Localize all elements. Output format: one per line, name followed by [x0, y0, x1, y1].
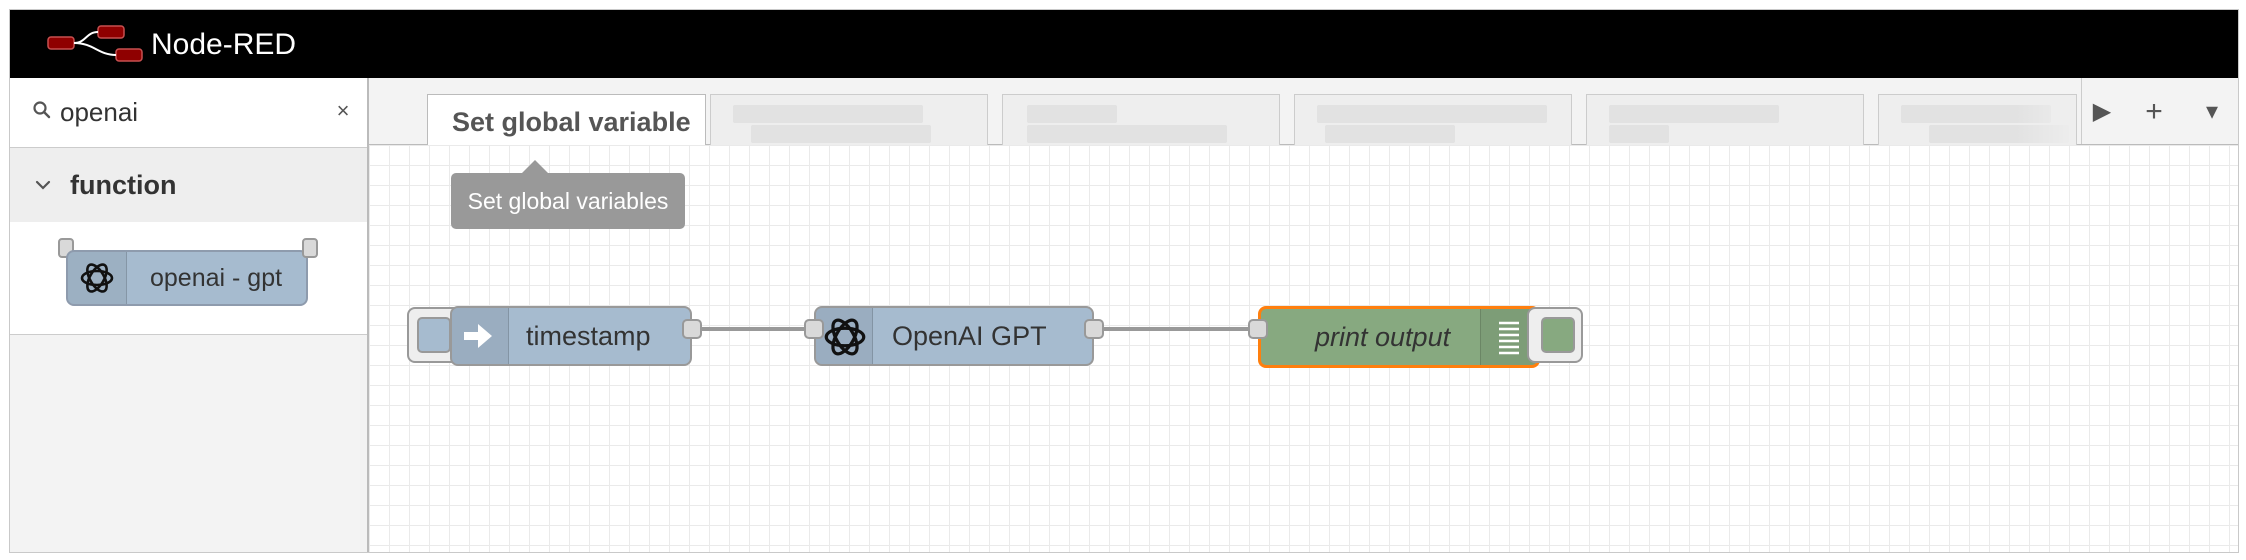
openai-output-port[interactable]: [1084, 319, 1104, 339]
palette-node-openai-gpt[interactable]: openai - gpt: [66, 250, 308, 306]
search-icon: [33, 101, 51, 119]
palette-category-content: openai - gpt: [10, 222, 367, 335]
workspace-tabs: Set global variable ▶ + ▾: [369, 78, 2238, 146]
debug-toggle-button[interactable]: [1527, 307, 1583, 363]
tab-5[interactable]: [1586, 94, 1864, 145]
node-label: print output: [1315, 322, 1451, 352]
flow-node-openai-gpt[interactable]: OpenAI GPT: [814, 306, 1094, 366]
node-palette: × function opena: [10, 78, 369, 552]
node-label: timestamp: [526, 321, 651, 351]
flow-node-timestamp[interactable]: timestamp: [450, 306, 692, 366]
wire-openai-debug[interactable]: [1104, 327, 1258, 331]
openai-icon: [80, 263, 114, 293]
scroll-tabs-right-button[interactable]: ▶: [2092, 98, 2112, 125]
openai-icon: [824, 318, 866, 356]
debug-toggle-face[interactable]: [1541, 317, 1575, 353]
app-title: Node-RED: [151, 28, 297, 61]
flow-canvas[interactable]: Set global variables timestamp: [369, 145, 2238, 552]
node-icon-box: [816, 308, 873, 364]
palette-node-output-port: [302, 238, 318, 258]
flow-menu-button[interactable]: ▾: [2205, 98, 2219, 125]
add-flow-button[interactable]: +: [2145, 95, 2163, 128]
tab-6[interactable]: [1878, 94, 2077, 145]
category-label: function: [70, 170, 177, 200]
node-icon-box: [452, 308, 509, 364]
tab-tooltip: Set global variables: [451, 173, 685, 229]
header-bar: Node-RED: [10, 10, 2238, 78]
palette-category-function[interactable]: function: [10, 148, 367, 222]
tab-4[interactable]: [1294, 94, 1572, 145]
palette-search-input[interactable]: [60, 92, 310, 132]
list-icon: [1499, 321, 1519, 355]
palette-node-label: openai - gpt: [150, 264, 283, 292]
node-label: OpenAI GPT: [892, 321, 1047, 351]
print-output-input-port[interactable]: [1248, 319, 1268, 339]
tab-3[interactable]: [1002, 94, 1280, 145]
node-red-editor: Node-RED × function: [9, 9, 2239, 553]
arrow-in-icon: [464, 324, 492, 348]
tab-label: Set global variable: [452, 107, 691, 137]
tab-2[interactable]: [710, 94, 988, 145]
node-icon-box: [68, 252, 127, 304]
tab-controls: ▶ + ▾: [2081, 78, 2238, 144]
palette-search: ×: [10, 78, 367, 148]
clear-search-icon[interactable]: ×: [336, 98, 350, 123]
flow-node-print-output[interactable]: print output: [1258, 306, 1540, 368]
tab-set-global-variables[interactable]: Set global variable: [427, 94, 706, 146]
node-red-logo-icon: [47, 25, 143, 62]
wire-timestamp-openai[interactable]: [692, 327, 804, 331]
tooltip-arrow: [521, 160, 549, 174]
inject-button-face[interactable]: [417, 317, 451, 353]
timestamp-output-port[interactable]: [682, 319, 702, 339]
chevron-down-icon[interactable]: [32, 174, 54, 196]
openai-input-port[interactable]: [804, 319, 824, 339]
